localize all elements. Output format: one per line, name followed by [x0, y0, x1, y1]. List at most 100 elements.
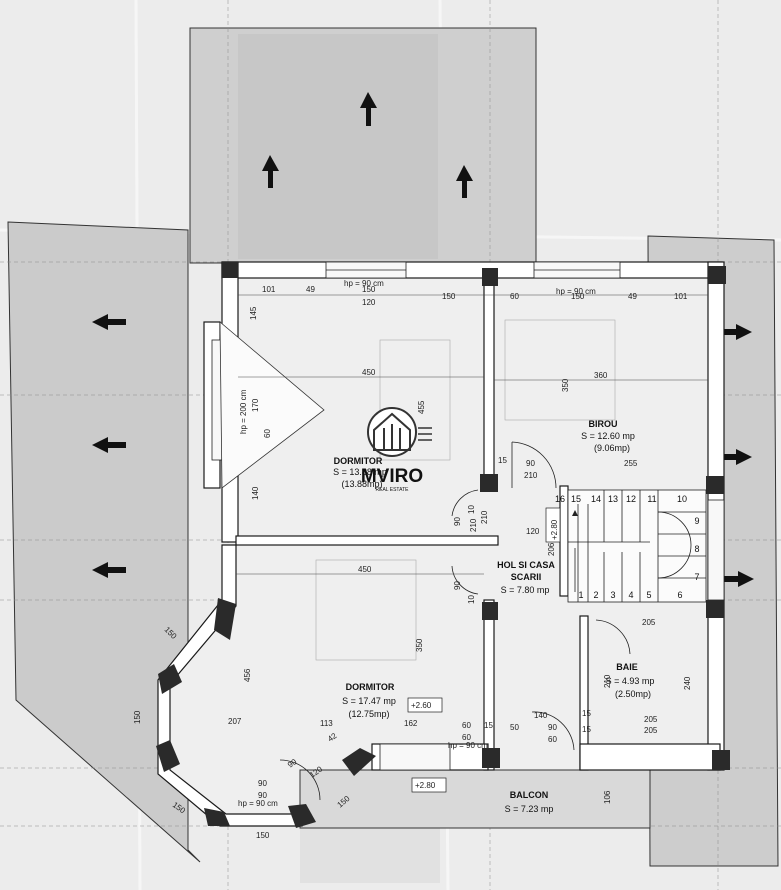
window-note: hp = 90 cm [556, 287, 596, 296]
window-stair [707, 499, 725, 601]
room-area-baie: S = 4.93 mp [606, 676, 655, 686]
stair-step-number: 8 [694, 544, 699, 554]
room-name-dormitor-top: DORMITOR [334, 456, 383, 466]
dim-label: 205 [644, 726, 658, 735]
room-name-hol: HOL SI CASA [497, 560, 555, 570]
wall-top [221, 261, 723, 279]
dim-label: 210 [469, 518, 478, 532]
room-name-birou: BIROU [589, 419, 618, 429]
pillar [158, 664, 182, 694]
dim-label: 150 [442, 292, 456, 301]
stair-step-number: 1 [578, 590, 583, 600]
room-area-dormitor-top: S = 13.88 mp [333, 467, 387, 477]
dim-label: 255 [624, 459, 638, 468]
roof-top-zone [189, 27, 537, 264]
right-arrow-icon [720, 571, 754, 587]
pillar [706, 476, 724, 494]
stair-step-number: 6 [677, 590, 682, 600]
doors [279, 441, 631, 801]
right-arrow-icon [718, 449, 752, 465]
window-note: hp = 90 cm [448, 741, 488, 750]
room-name-baie: BAIE [616, 662, 638, 672]
dim-label: 15 [498, 456, 507, 465]
pillar [156, 740, 180, 772]
door-swing [595, 619, 631, 655]
level-hol: +2.80 [550, 519, 559, 540]
door-swing [279, 759, 321, 801]
dim-label: 350 [415, 638, 424, 652]
dim-label: 240 [683, 676, 692, 690]
pillar [214, 598, 236, 640]
balcony-area [299, 769, 651, 829]
dim-label: 101 [262, 285, 276, 294]
dim-label: 90 [453, 517, 462, 526]
room-name-hol-2: SCARII [511, 572, 542, 582]
dim-label: 10 [467, 595, 476, 604]
pillar [204, 808, 230, 826]
dim-label: 90 [258, 791, 267, 800]
dim-label: 106 [603, 790, 612, 804]
room-area-sub-dormitor-bottom: (12.75mp) [348, 709, 389, 719]
dim-label: 145 [249, 306, 258, 320]
level-box [411, 777, 447, 793]
window-bottom [379, 743, 451, 771]
level-box [545, 507, 561, 543]
door-swing [531, 711, 575, 751]
dim-label: 60 [510, 292, 519, 301]
window-note: hp = 200 cm [239, 389, 248, 434]
logo-tagline: REAL ESTATE [376, 487, 410, 493]
room-name-balcon: BALCON [510, 790, 549, 800]
pillar [482, 602, 498, 620]
level-dormitor: +2.60 [411, 701, 432, 710]
stair-step-number: 16 [555, 494, 565, 504]
dim-label: 456 [243, 668, 252, 682]
stair-step-number: 11 [647, 494, 656, 504]
left-arrow-icon [92, 314, 126, 330]
dim-label: 90 [453, 581, 462, 590]
pillar [222, 262, 238, 278]
roof-left-zone [7, 221, 201, 863]
dim-label: 140 [251, 486, 260, 500]
dim-label: 50 [510, 723, 519, 732]
window-triangle [219, 321, 325, 489]
stair-step-number: 13 [608, 494, 618, 504]
dim-label: 350 [561, 378, 570, 392]
dim-label: 49 [306, 285, 315, 294]
stair-step-number: 4 [628, 590, 633, 600]
slope-arrows [92, 92, 754, 587]
window-note: hp = 90 cm [238, 799, 278, 808]
dim-label: 206 [547, 542, 556, 556]
level-balcon: +2.80 [415, 781, 436, 790]
dim-label: 455 [417, 400, 426, 414]
furniture-outline [379, 339, 451, 461]
pillar [712, 750, 730, 770]
brand-logo: MVIRO REAL ESTATE [361, 407, 432, 493]
room-area-hol: S = 7.80 mp [501, 585, 550, 595]
left-arrow-icon [92, 437, 126, 453]
level-box [407, 697, 443, 713]
pillar [480, 474, 498, 492]
dim-label: 360 [594, 371, 608, 380]
dim-label: 150 [571, 292, 585, 301]
dim-label: 120 [362, 298, 376, 307]
room-area-dormitor-bottom: S = 17.47 mp [342, 696, 396, 706]
dim-label: 90 [526, 459, 535, 468]
dim-label: 60 [263, 429, 272, 438]
dim-label: 60 [462, 733, 471, 742]
stair-step-number: 5 [646, 590, 651, 600]
staircase-frame [567, 489, 707, 603]
dim-label: 140 [534, 711, 548, 720]
logo-brand: MVIRO [361, 466, 423, 487]
wall-birou-left [483, 269, 495, 481]
stair-step-number: 2 [593, 590, 598, 600]
stair-step-number: 7 [694, 572, 699, 582]
dim-label: 113 [320, 719, 333, 728]
stair-direction-arrow-icon [572, 510, 578, 516]
dim-label: 170 [251, 398, 260, 412]
room-area-sub-dormitor-top: (13.88mp) [341, 479, 382, 489]
dim-label: 120 [526, 527, 540, 536]
dim-label: 90 [258, 779, 267, 788]
room-area-sub-birou: (9.06mp) [594, 443, 630, 453]
wall-middle [235, 535, 499, 546]
